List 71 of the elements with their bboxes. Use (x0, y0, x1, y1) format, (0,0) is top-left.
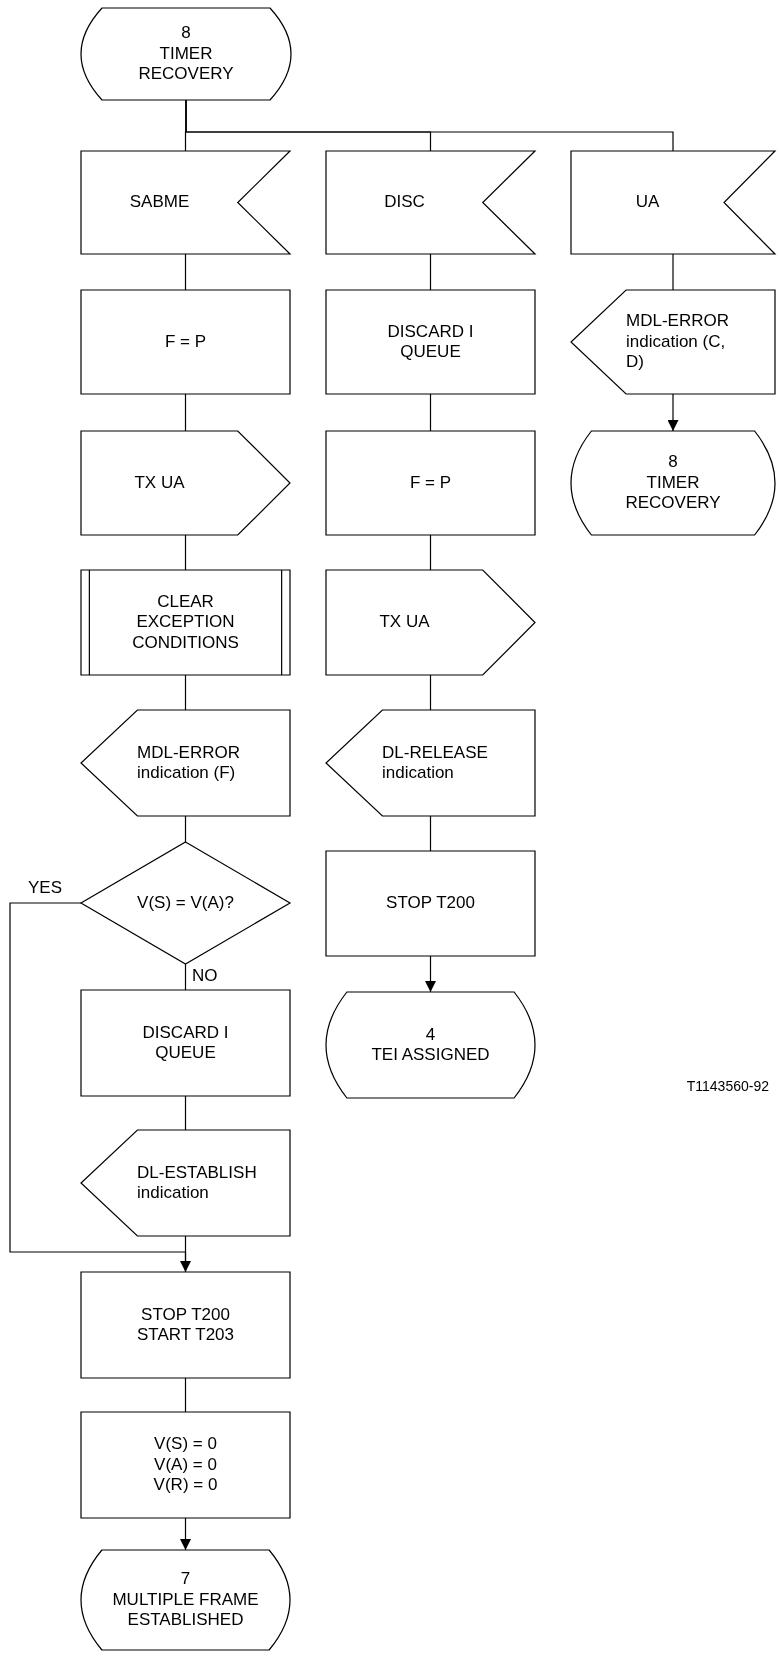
flow-line (184, 815, 187, 843)
task-label: STOP T200 (141, 1304, 230, 1325)
signal-label: MDL-ERROR indication (F) (137, 742, 241, 784)
output-signal-symbol (571, 290, 775, 394)
state-symbol (81, 1550, 290, 1650)
flow-line (184, 1377, 187, 1413)
task-label: V(A) = 0 (154, 1454, 217, 1476)
task-label: V(R) = 0 (153, 1475, 218, 1496)
state-label: 8 (668, 452, 678, 473)
signal-label: TX UA (134, 472, 185, 494)
task-box (81, 1272, 290, 1378)
task-label: START T203 (137, 1325, 234, 1346)
output-signal-symbol (81, 1130, 290, 1236)
flow-line (429, 253, 432, 291)
flow-line (184, 393, 187, 432)
state-label: TIMER RECOVERY (137, 43, 235, 85)
output-signal-symbol (326, 710, 535, 816)
signal-label: TX UA (379, 612, 430, 633)
arrow (425, 955, 436, 993)
procedure-label: CLEAR EXCEPTION CONDITIONS (131, 591, 240, 654)
signal-label: UA (635, 192, 660, 213)
flow-line (184, 674, 187, 711)
flow-line (429, 815, 432, 852)
state-label: MULTIPLE FRAME ESTABLISHED (111, 1589, 260, 1631)
task-label: F = P (409, 472, 452, 494)
signal-label: MDL-ERROR indication (C, D) (626, 311, 730, 373)
signal-label: DISC (384, 192, 425, 213)
state-label: 4 (425, 1024, 436, 1045)
state-label: 7 (180, 1569, 191, 1590)
arrow (9, 902, 191, 1273)
state-symbol (326, 992, 535, 1098)
task-box (81, 1412, 290, 1518)
flow-line (185, 99, 674, 152)
flow-line (429, 534, 432, 571)
state-label: 8 (181, 23, 191, 44)
task-box (81, 990, 290, 1096)
flow-line (184, 253, 187, 291)
state-symbol (81, 8, 291, 100)
flow-line (429, 393, 432, 432)
output-signal-symbol (81, 710, 290, 816)
output-signal-symbol (81, 431, 290, 535)
task-label: DISCARD I QUEUE (141, 1022, 230, 1064)
decision-label: V(S) = V(A)? (137, 892, 234, 914)
task-box (81, 290, 290, 394)
signal-label: SABME (129, 192, 190, 213)
task-box (326, 431, 535, 535)
signal-label: DL-ESTABLISH indication (137, 1162, 258, 1204)
arrow (667, 393, 679, 432)
state-label: TIMER RECOVERY (624, 472, 722, 514)
input-signal-symbol (326, 151, 535, 254)
task-label: STOP T200 (386, 893, 475, 914)
flow-line (184, 1095, 187, 1131)
flow-line (184, 963, 187, 991)
figure-id: T1143560-92 (686, 1078, 769, 1094)
state-label: TEI ASSIGNED (371, 1045, 490, 1066)
task-box (326, 851, 535, 956)
flow-line (672, 253, 674, 291)
input-signal-symbol (571, 151, 775, 254)
input-signal-symbol (81, 151, 290, 254)
flow-line (184, 534, 187, 571)
state-symbol (571, 431, 775, 535)
output-signal-symbol (326, 570, 535, 675)
task-box (326, 290, 535, 394)
procedure-box (81, 570, 290, 675)
task-label: F = P (164, 331, 207, 353)
flow-line (429, 674, 432, 711)
signal-label: DL-RELEASE indication (382, 742, 489, 784)
task-label: DISCARD I QUEUE (386, 321, 475, 363)
arrow (180, 1517, 191, 1551)
task-label: V(S) = 0 (154, 1434, 217, 1455)
decision-diamond (81, 842, 290, 964)
